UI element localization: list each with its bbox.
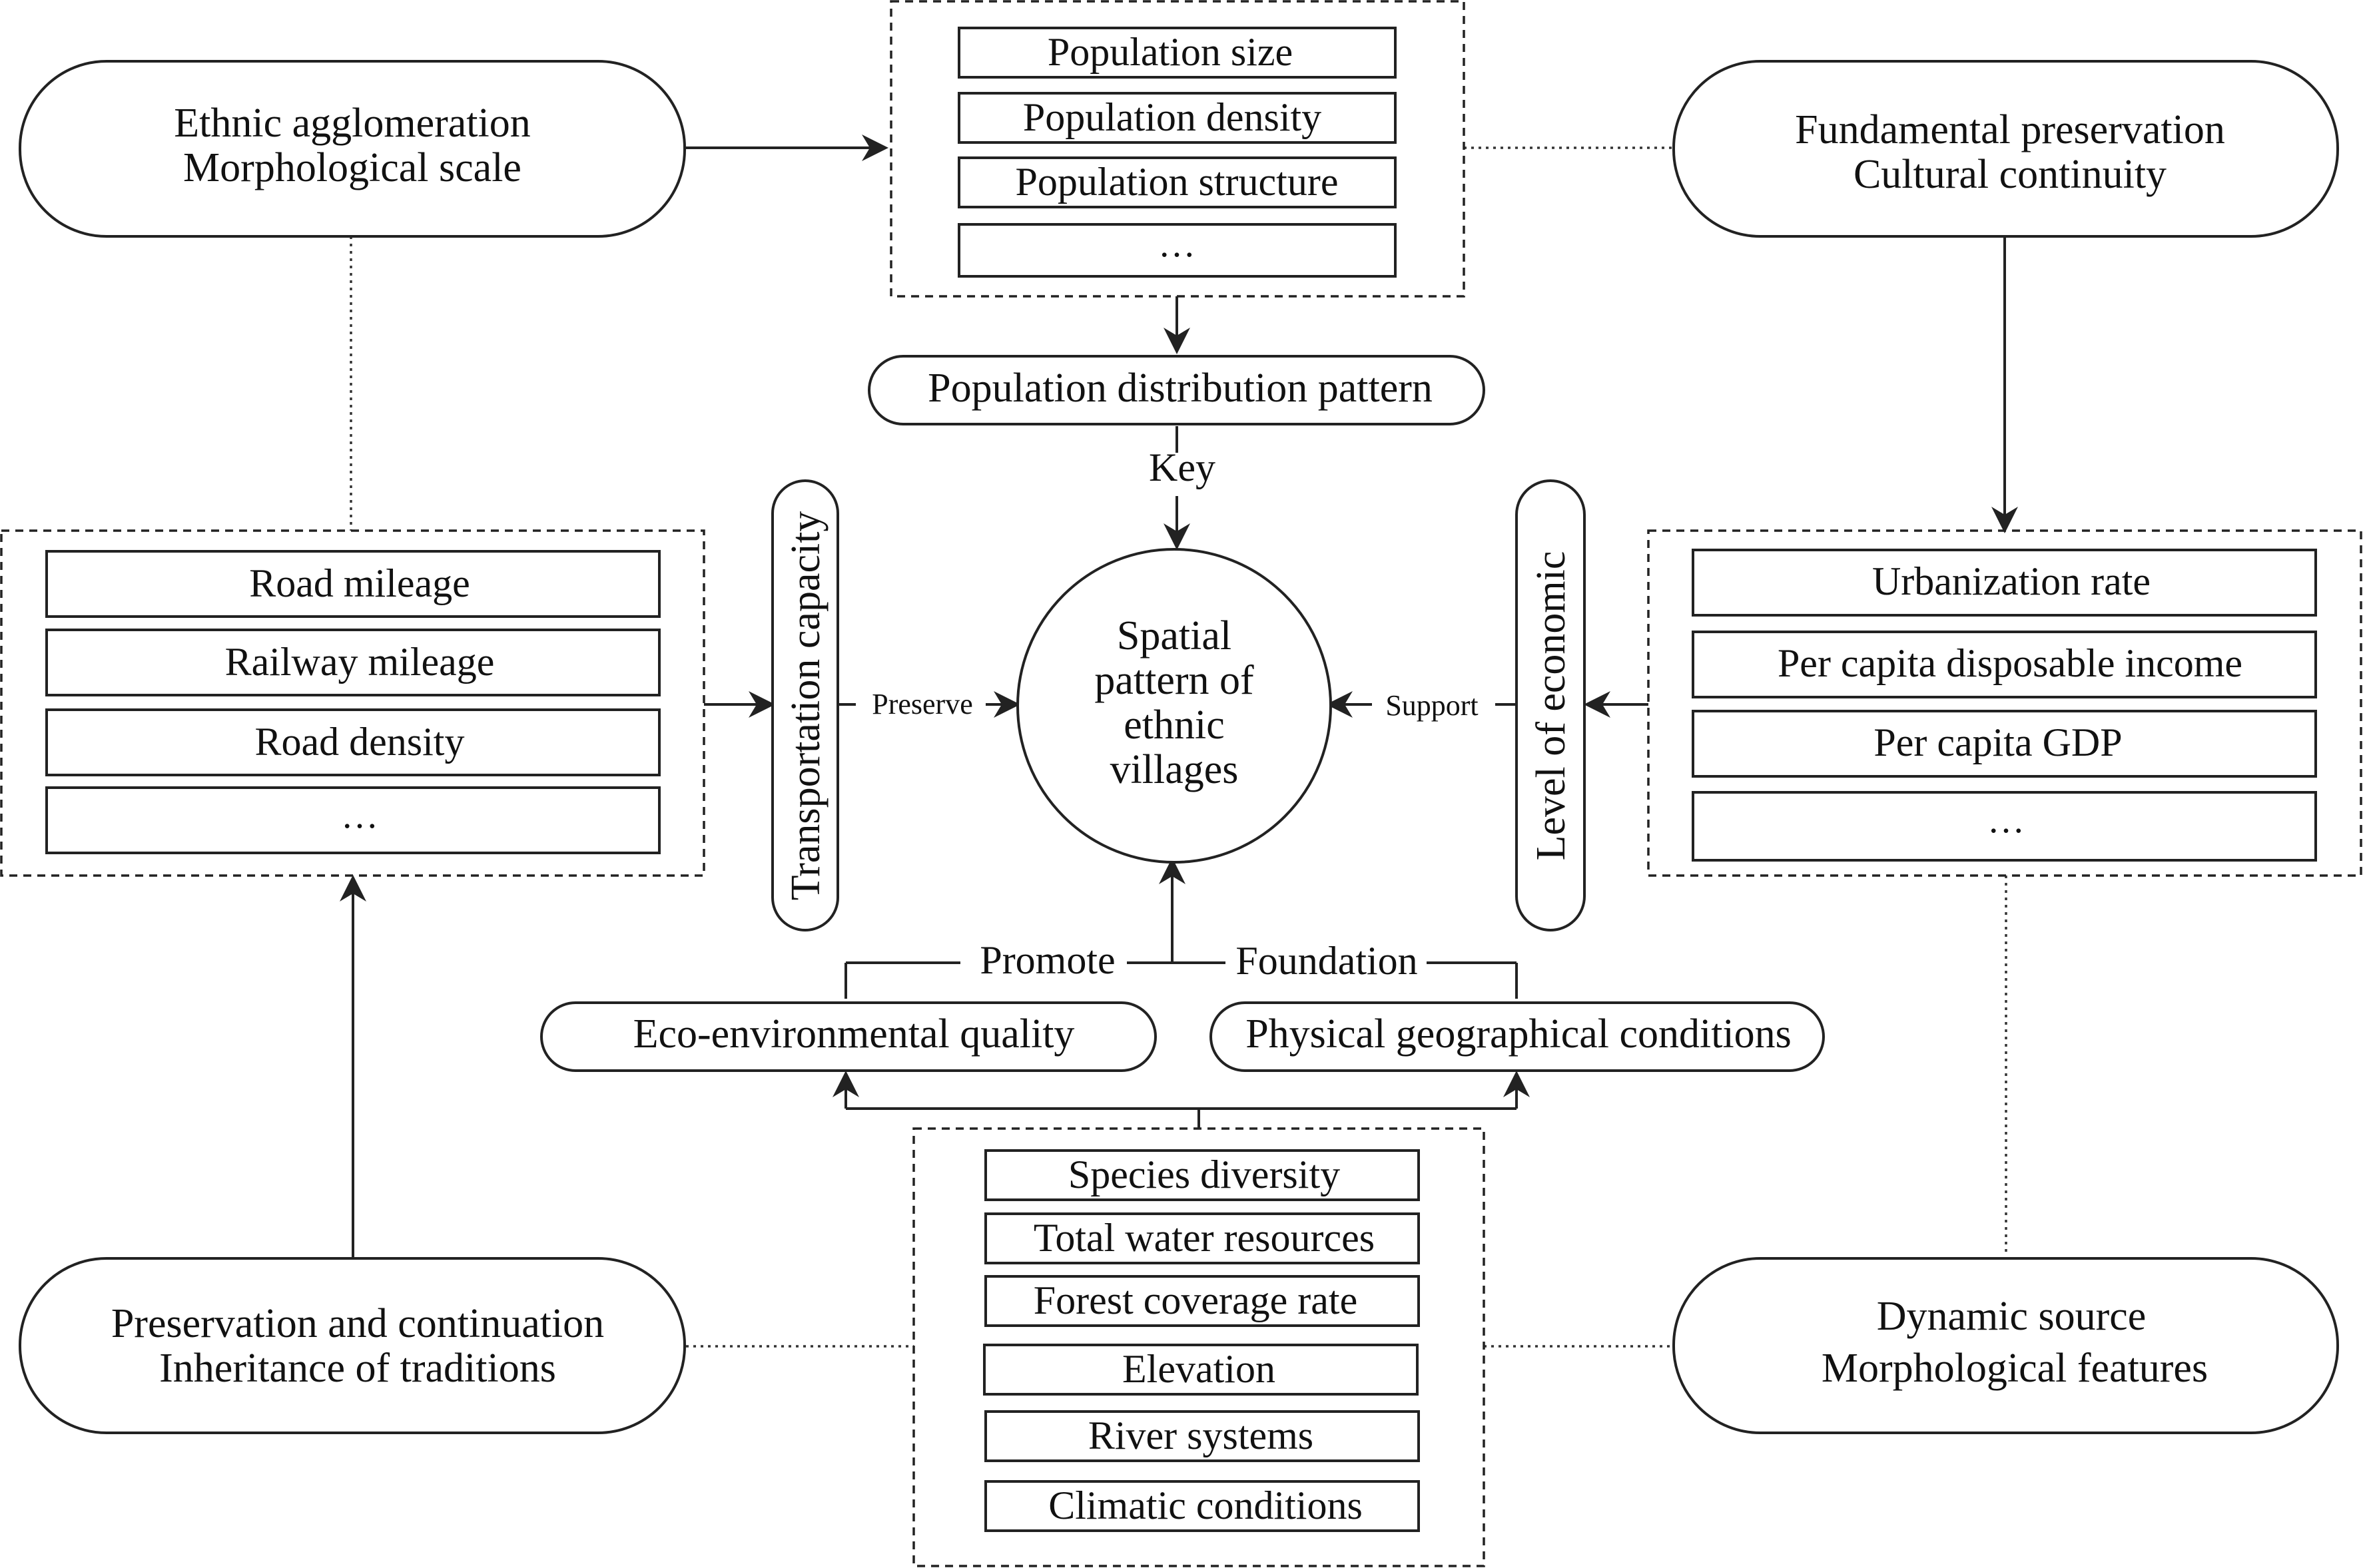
economic-indicator-group: Urbanization rate Per capita disposable … xyxy=(1647,529,2362,877)
environment-item: Total water resources xyxy=(1034,1216,1375,1260)
corner-bottom-right-line2: Morphological features xyxy=(1822,1346,2208,1391)
eco-environment-pill: Eco-environmental quality xyxy=(540,1001,1157,1072)
eco-environment-label: Eco-environmental quality xyxy=(633,1011,1075,1057)
population-item: … xyxy=(1158,224,1195,265)
promote-label: Promote xyxy=(980,938,1115,982)
transport-item: Road mileage xyxy=(249,561,470,605)
transport-item: … xyxy=(341,795,378,836)
population-item: Population size xyxy=(1048,30,1293,74)
corner-top-left-line2: Morphological scale xyxy=(183,145,521,190)
environment-indicator-group: Species diversity Total water resources … xyxy=(912,1127,1485,1567)
foundation-label: Foundation xyxy=(1235,939,1417,983)
transport-capacity-pill: Transportation capacity xyxy=(771,479,839,931)
center-line: ethnic xyxy=(1124,702,1225,748)
center-line: villages xyxy=(1110,747,1239,792)
economic-item: Per capita disposable income xyxy=(1778,641,2242,685)
economic-item: Urbanization rate xyxy=(1872,559,2151,603)
transport-capacity-label: Transportation capacity xyxy=(783,511,829,901)
population-indicator-group: Population size Population density Popul… xyxy=(890,0,1465,298)
corner-bottom-left-line1: Preservation and continuation xyxy=(111,1301,604,1346)
support-label: Support xyxy=(1385,689,1478,722)
economic-item: Per capita GDP xyxy=(1873,720,2122,764)
transport-indicator-group: Road mileage Railway mileage Road densit… xyxy=(0,529,705,877)
population-pattern-pill: Population distribution pattern xyxy=(868,355,1485,425)
corner-top-right: Fundamental preservation Cultural contin… xyxy=(1672,60,2339,238)
environment-item: River systems xyxy=(1088,1414,1313,1457)
economic-level-label: Level of economic xyxy=(1528,551,1574,861)
center-circle: Spatial pattern of ethnic villages xyxy=(1016,548,1332,864)
center-line: pattern of xyxy=(1094,658,1254,703)
transport-item: Railway mileage xyxy=(225,640,495,684)
connectors xyxy=(340,134,2018,1348)
corner-bottom-left-line2: Inheritance of traditions xyxy=(159,1346,556,1391)
corner-top-left: Ethnic agglomeration Morphological scale xyxy=(19,60,686,238)
corner-bottom-right: Dynamic source Morphological features xyxy=(1672,1257,2339,1434)
corner-top-right-line1: Fundamental preservation xyxy=(1795,107,2225,152)
population-pattern-label: Population distribution pattern xyxy=(928,366,1433,411)
physical-geography-pill: Physical geographical conditions xyxy=(1209,1001,1825,1072)
environment-item: Elevation xyxy=(1122,1347,1275,1391)
transport-item: Road density xyxy=(255,720,465,764)
corner-bottom-right-line1: Dynamic source xyxy=(1877,1294,2147,1339)
corner-top-left-line1: Ethnic agglomeration xyxy=(174,101,530,146)
environment-item: Forest coverage rate xyxy=(1034,1278,1357,1322)
corner-top-right-line2: Cultural continuity xyxy=(1854,152,2167,197)
economic-item: … xyxy=(1987,800,2025,841)
population-item: Population density xyxy=(1023,95,1321,139)
key-label: Key xyxy=(1149,445,1215,489)
corner-bottom-left: Preservation and continuation Inheritanc… xyxy=(19,1257,686,1434)
environment-item: Species diversity xyxy=(1068,1153,1340,1196)
preserve-label: Preserve xyxy=(872,688,973,720)
center-line: Spatial xyxy=(1117,613,1231,658)
economic-level-pill: Level of economic xyxy=(1515,479,1586,931)
physical-geography-label: Physical geographical conditions xyxy=(1245,1011,1792,1057)
environment-item: Climatic conditions xyxy=(1048,1483,1363,1527)
population-item: Population structure xyxy=(1016,160,1339,204)
